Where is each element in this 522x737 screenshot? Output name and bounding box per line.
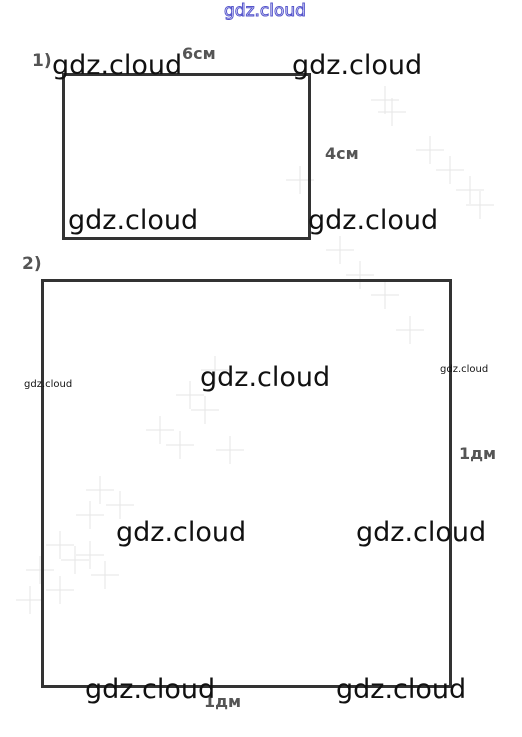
watermark: gdz.cloud [308, 205, 439, 236]
watermark: gdz.cloud [356, 517, 487, 548]
header-watermark: gdz.cloud [224, 1, 307, 21]
watermark: gdz.cloud [292, 50, 423, 81]
watermark: gdz.cloud [200, 362, 331, 393]
watermark: gdz.cloud [52, 50, 183, 81]
figure-1-height-label: 4см [325, 144, 359, 163]
watermark: gdz.cloud [68, 205, 199, 236]
watermark: gdz.cloud [85, 674, 216, 705]
small-watermark: gdz.cloud [440, 364, 489, 375]
figure-2-width-label: 1дм [204, 692, 242, 711]
figure-2-height-label: 1дм [459, 444, 497, 463]
watermark: gdz.cloud [116, 517, 247, 548]
figure-1-width-label: 6см [182, 44, 216, 63]
figure-1-number: 1) [32, 51, 52, 71]
small-watermark: gdz.cloud [24, 379, 73, 390]
figure-2-number: 2) [22, 254, 42, 274]
rectangle-6x4 [62, 73, 311, 240]
square-1dm [41, 279, 452, 688]
watermark: gdz.cloud [336, 674, 467, 705]
